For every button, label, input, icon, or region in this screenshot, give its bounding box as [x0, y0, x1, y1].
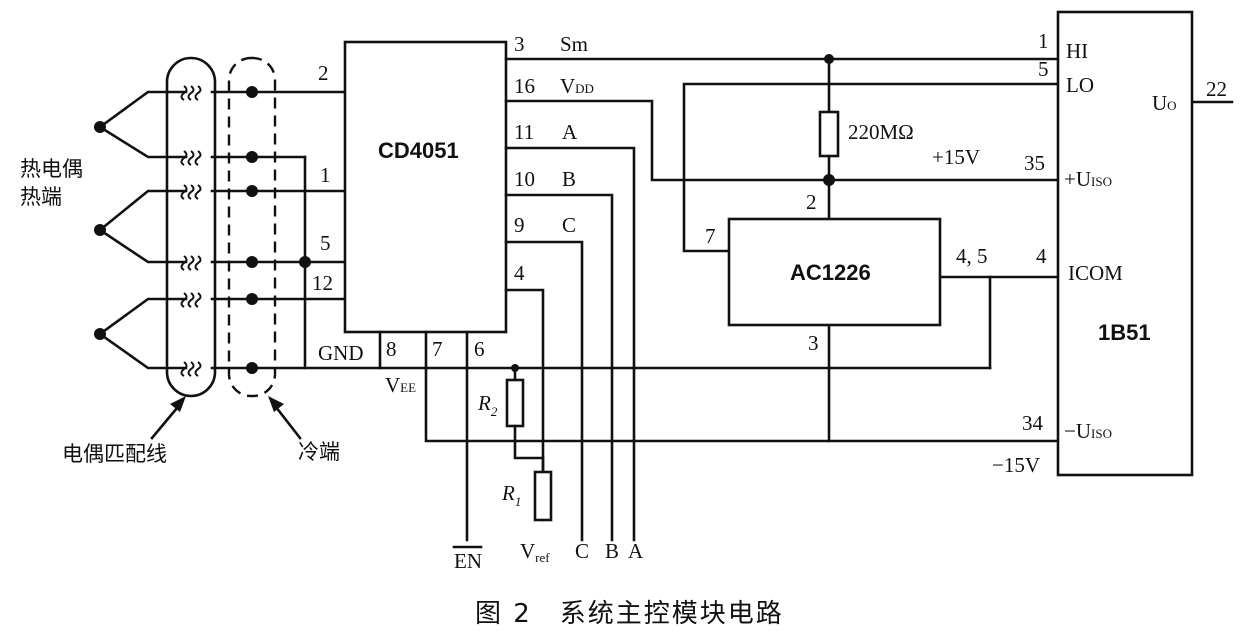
hot-junction-3 — [94, 328, 106, 340]
hot-junction-1 — [94, 121, 106, 133]
thermocouple-group — [94, 90, 188, 370]
iso-uiso-neg: −UISO — [1064, 419, 1112, 443]
mux-pin-1: 1 — [320, 163, 331, 187]
label-hot-junction-2: 热端 — [20, 185, 62, 209]
iso-pin-4: 4 — [1036, 244, 1047, 268]
label-hot-junction-1: 热电偶 — [20, 157, 83, 181]
ac1226-chip — [727, 217, 942, 327]
label-r2: R2 — [477, 391, 498, 419]
cd4051-label: CD4051 — [378, 138, 459, 163]
iso-pin-5: 5 — [1038, 57, 1049, 81]
divider — [505, 364, 553, 522]
mux-pin-5: 5 — [320, 231, 331, 255]
junction-220m-top — [824, 54, 834, 64]
iso-uiso-pos: +UISO — [1064, 167, 1112, 191]
wire-vdd — [504, 99, 1060, 182]
label-cold-junction: 冷端 — [298, 440, 340, 464]
wire-a — [504, 146, 636, 542]
1b51-label: 1B51 — [1098, 320, 1151, 345]
thermocouple-2 — [97, 189, 188, 264]
label-en: EN — [454, 549, 482, 573]
mux-pin-3: 3 — [514, 32, 525, 56]
mux-bottom-wires — [378, 330, 1060, 542]
amp-pin-45: 4, 5 — [956, 244, 988, 268]
iso-pin-22: 22 — [1206, 77, 1227, 101]
cold-junction-enclosure — [227, 56, 277, 398]
amp-pin-2: 2 — [806, 190, 817, 214]
signal-sm: Sm — [560, 32, 588, 56]
wire-vref — [504, 288, 545, 522]
label-minus15v: −15V — [992, 453, 1040, 477]
squiggle-1 — [180, 85, 202, 101]
mux-pin-8: 8 — [386, 337, 397, 361]
divider-node — [511, 364, 519, 372]
mux-pin-6: 6 — [474, 337, 485, 361]
signal-c: C — [562, 213, 576, 237]
hot-junction-2 — [94, 224, 106, 236]
matching-line-enclosure — [165, 56, 217, 398]
ac1226-label: AC1226 — [790, 260, 871, 285]
label-220m: 220MΩ — [848, 120, 914, 144]
iso-pin-1: 1 — [1038, 29, 1049, 53]
squiggle-6 — [180, 361, 202, 377]
iso-uo: UO — [1152, 91, 1177, 115]
mux-pin-16: 16 — [514, 74, 535, 98]
squiggle-5 — [180, 292, 202, 308]
squiggle-4 — [180, 255, 202, 271]
signal-vee: VEE — [385, 373, 416, 397]
label-bottom-c: C — [575, 539, 589, 563]
iso-pin-35: 35 — [1024, 151, 1045, 175]
resistor-r2 — [505, 378, 525, 428]
amp-wires — [682, 57, 1234, 443]
label-bottom-a: A — [628, 539, 644, 563]
1b51-chip — [1056, 10, 1194, 477]
mux-pin-4: 4 — [514, 261, 525, 285]
resistor-r1 — [533, 470, 553, 522]
iso-hi: HI — [1066, 39, 1088, 63]
cold-junction-dots — [246, 86, 311, 374]
wire-pin7-vee — [424, 330, 1060, 443]
signal-vdd: VDD — [560, 74, 594, 98]
figure-caption: 图 2 系统主控模块电路 — [475, 599, 784, 629]
resistor-220m — [818, 110, 840, 158]
thermocouple-3 — [97, 297, 188, 370]
squiggle-3 — [180, 184, 202, 200]
wire-b — [504, 193, 614, 542]
mux-pin-11: 11 — [514, 120, 534, 144]
iso-pin-34: 34 — [1022, 411, 1044, 435]
label-r1: R1 — [501, 481, 521, 509]
iso-icom: ICOM — [1068, 261, 1123, 285]
junction-plus15 — [823, 174, 835, 186]
mux-pin-10: 10 — [514, 167, 535, 191]
amp-pin-3: 3 — [808, 331, 819, 355]
label-bottom-b: B — [605, 539, 619, 563]
label-matching-line: 电偶匹配线 — [62, 442, 167, 466]
thermocouple-1 — [97, 90, 188, 159]
signal-a: A — [562, 120, 578, 144]
amp-pin-7: 7 — [705, 224, 716, 248]
mux-pin-2: 2 — [318, 61, 329, 85]
signal-gnd: GND — [318, 341, 364, 365]
mux-pin-12: 12 — [312, 271, 333, 295]
cd4051-chip — [343, 40, 508, 334]
wire-lo-pin7 — [682, 82, 1060, 253]
iso-lo: LO — [1066, 73, 1094, 97]
label-plus15v: +15V — [932, 145, 980, 169]
matching-line-symbols — [180, 85, 202, 377]
signal-b: B — [562, 167, 576, 191]
mux-pin-9: 9 — [514, 213, 525, 237]
squiggle-2 — [180, 150, 202, 166]
label-vref: Vref — [520, 539, 550, 565]
annotation-arrows — [150, 396, 302, 440]
mux-pin-7: 7 — [432, 337, 443, 361]
wire-divider-mid — [513, 424, 545, 474]
